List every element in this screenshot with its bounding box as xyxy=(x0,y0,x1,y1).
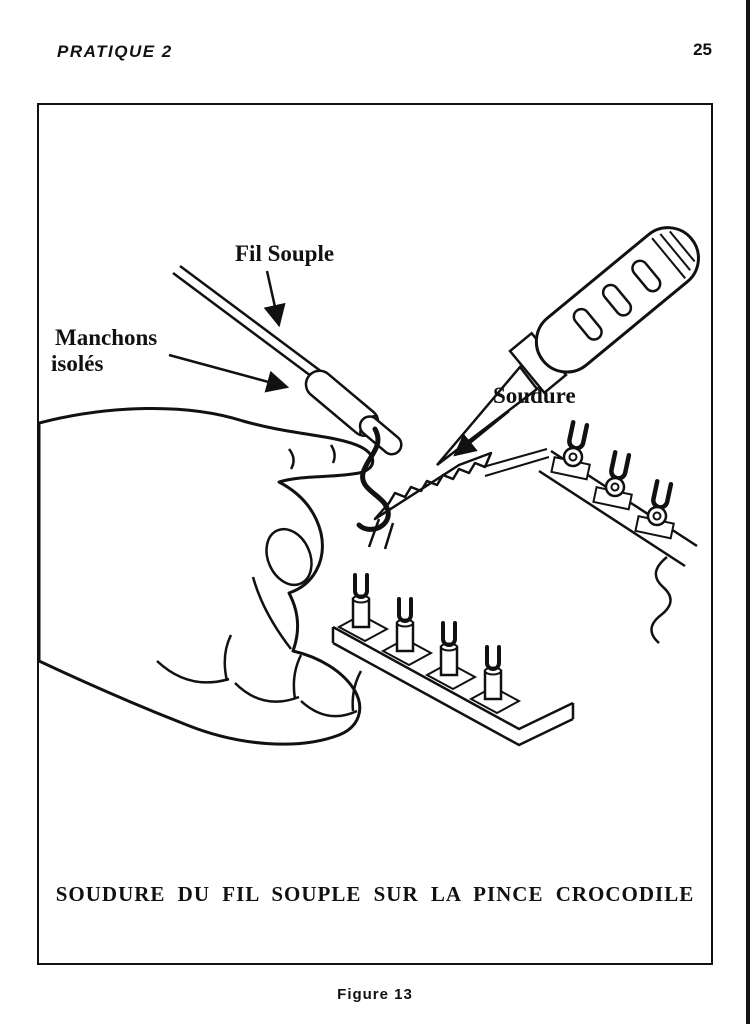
label-fil-souple: Fil Souple xyxy=(235,241,334,266)
figure-illustration: Fil Souple Manchons isolés Soudure xyxy=(39,226,700,747)
arrow-soudure xyxy=(453,410,510,457)
arrow-manchons xyxy=(168,353,290,393)
insulated-sleeves xyxy=(304,369,403,456)
soldering-iron xyxy=(436,226,700,466)
thumb-nail xyxy=(265,527,313,587)
flexible-wire xyxy=(172,264,323,381)
page-number: 25 xyxy=(693,40,712,59)
figure-number: Figure 13 xyxy=(337,986,413,1003)
figure-caption: SOUDURE DU FIL SOUPLE SUR LA PINCE CROCO… xyxy=(55,882,695,906)
arrow-fil-souple xyxy=(263,270,286,328)
crocodile-clip xyxy=(367,451,493,550)
wire-hook xyxy=(356,426,391,532)
callout-arrows xyxy=(168,270,510,457)
running-header: PRATIQUE 2 xyxy=(57,42,173,61)
label-isoles: isolés xyxy=(51,351,103,376)
hand xyxy=(39,406,375,746)
label-manchons: Manchons xyxy=(55,325,157,350)
solder-lugs-strip xyxy=(482,420,698,644)
label-soudure: Soudure xyxy=(493,383,576,408)
scan-artifact-edge xyxy=(746,0,750,1024)
figure-box: Fil Souple Manchons isolés Soudure SOUDU… xyxy=(37,103,713,965)
terminal-posts xyxy=(331,573,575,747)
